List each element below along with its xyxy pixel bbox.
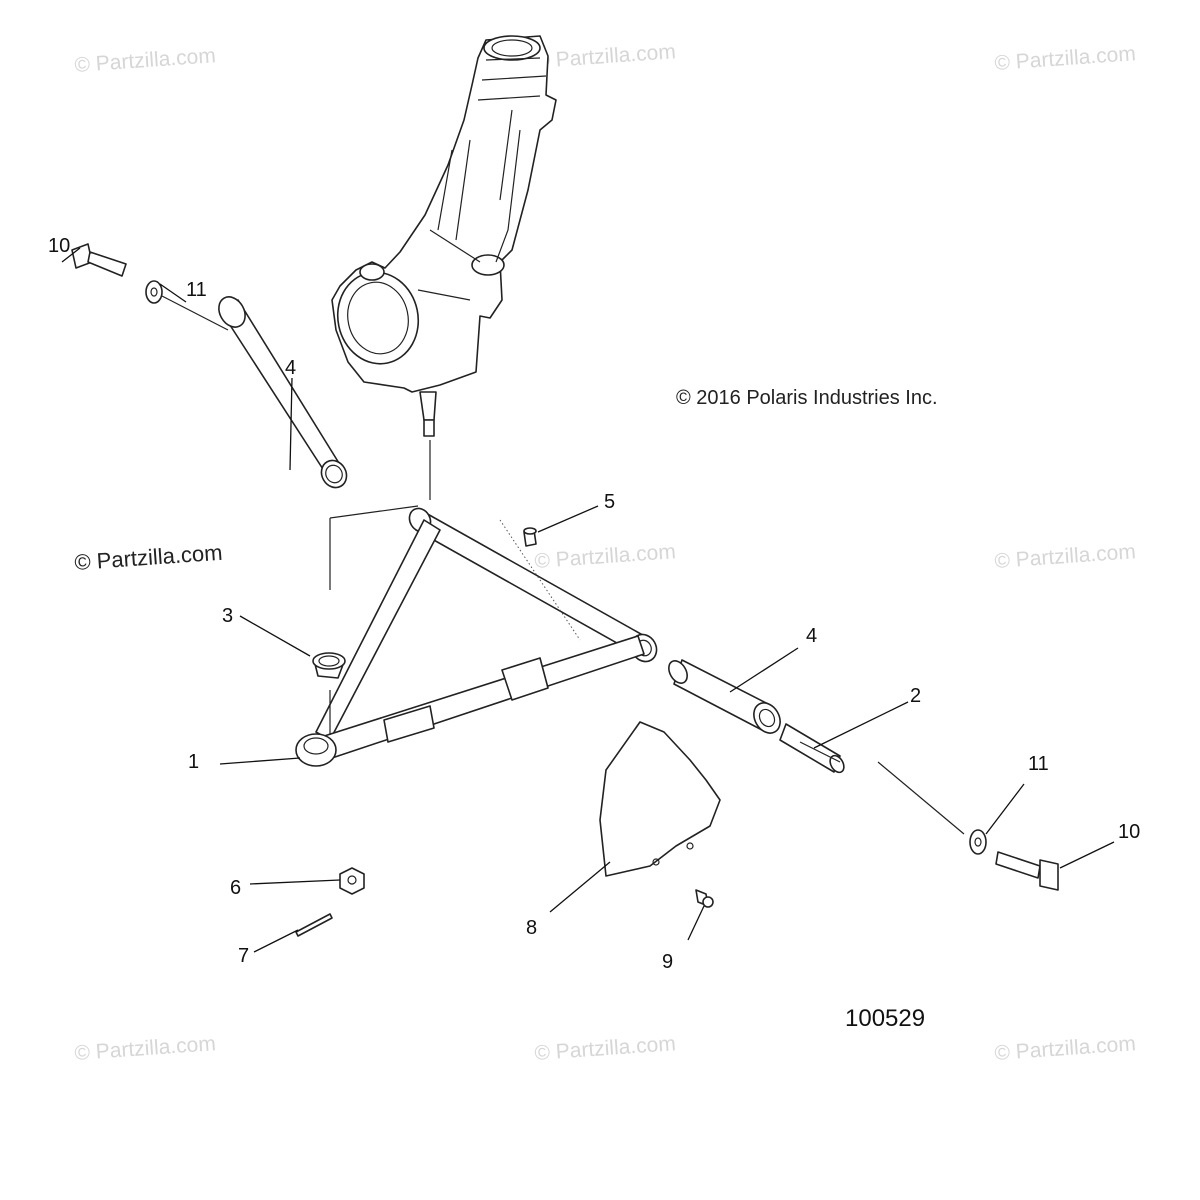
watermark-top-left: © Partzilla.com: [74, 44, 217, 77]
bolt-right: [995, 851, 1059, 891]
watermark-top-center: © Partzilla.com: [534, 40, 677, 73]
callout-10-right: 10: [1118, 821, 1140, 843]
watermark-mid-left: © Partzilla.com: [74, 540, 224, 575]
callout-10-left: 10: [48, 235, 70, 257]
a-arm: [295, 507, 658, 767]
watermark-bottom-right: © Partzilla.com: [994, 1032, 1137, 1065]
grease-fitting: [523, 527, 537, 547]
washer-right: [969, 829, 987, 855]
castle-nut: [339, 867, 365, 895]
callout-6: 6: [230, 877, 241, 899]
screw: [695, 889, 714, 908]
callout-11-left: 11: [186, 279, 207, 301]
callout-9: 9: [662, 951, 673, 973]
watermark-top-right: © Partzilla.com: [994, 42, 1137, 75]
watermark-mid-right: © Partzilla.com: [994, 540, 1137, 573]
watermark-bottom-center: © Partzilla.com: [534, 1032, 677, 1065]
copyright-notice: © 2016 Polaris Industries Inc.: [676, 387, 938, 409]
cotter-pin: [295, 913, 333, 937]
callout-3: 3: [222, 605, 233, 627]
callout-labels: 10 11 4 5 3 4 2 1 11 10 6 7 8 9: [48, 235, 1140, 973]
figure-number: 100529: [845, 1005, 925, 1032]
bolt-left: [71, 243, 127, 277]
watermark-group: © Partzilla.com © Partzilla.com © Partzi…: [74, 40, 1137, 1065]
leader-lines: [61, 247, 1115, 953]
callout-4-left: 4: [285, 357, 296, 379]
callout-8: 8: [526, 917, 537, 939]
watermark-bottom-left: © Partzilla.com: [74, 1032, 217, 1065]
sleeve: [779, 723, 845, 774]
bushing-right: [668, 659, 781, 734]
callout-1: 1: [188, 751, 199, 773]
bushing-left: [218, 296, 348, 489]
watermark-mid-center: © Partzilla.com: [534, 540, 677, 573]
callout-7: 7: [238, 945, 249, 967]
dust-cap: [312, 652, 346, 679]
guard-plate: [599, 721, 721, 877]
callout-2: 2: [910, 685, 921, 707]
callout-5: 5: [604, 491, 615, 513]
callout-4-right: 4: [806, 625, 817, 647]
callout-11-right: 11: [1028, 753, 1049, 775]
washer-left: [145, 280, 163, 304]
steering-knuckle: [331, 35, 557, 437]
